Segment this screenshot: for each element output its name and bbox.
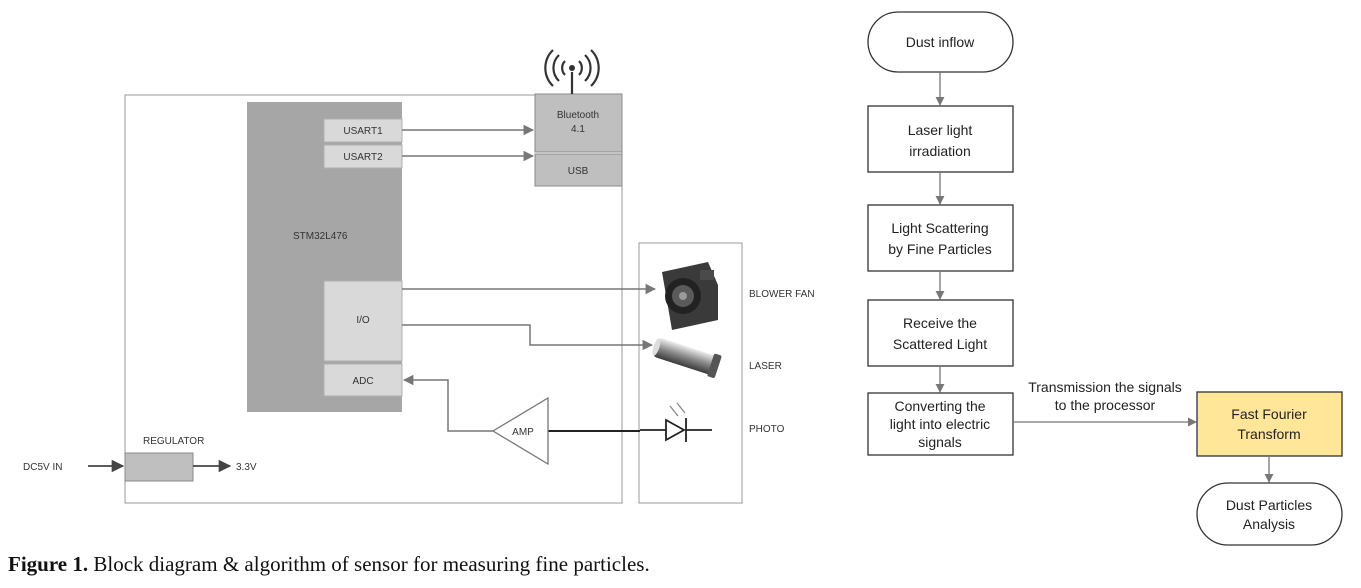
io-port: [323, 280, 403, 362]
usart1-label: USART1: [343, 126, 383, 137]
laser-irradiation-node: [867, 105, 1014, 173]
light-scattering-node: [867, 204, 1014, 272]
transmission-line1: Transmission the signals: [1028, 379, 1182, 395]
laser-icon: [652, 338, 722, 379]
amp-triangle: [491, 396, 549, 466]
sensor-panel: [638, 242, 743, 504]
fft-line1: Fast Fourier: [1231, 406, 1307, 422]
usb-module: [534, 153, 623, 187]
blower-fan-icon: [662, 262, 718, 330]
blower-fan-label: BLOWER FAN: [749, 289, 815, 300]
bluetooth-module: [534, 93, 623, 153]
receive-light-node: [867, 299, 1014, 367]
dust-inflow-text: Dust inflow: [906, 34, 975, 50]
figure-caption: Figure 1. Block diagram & algorithm of s…: [8, 552, 1008, 577]
converting-line3: signals: [918, 434, 962, 450]
converting-node: [867, 392, 1014, 456]
caption-prefix: Figure 1.: [8, 552, 89, 576]
output-voltage-label: 3.3V: [236, 462, 257, 473]
io-label: I/O: [356, 315, 370, 326]
mcu-label: STM32L476: [293, 231, 348, 242]
laser-irradiation-line1: Laser light: [908, 122, 973, 138]
receive-light-line2: Scattered Light: [893, 336, 987, 352]
bluetooth-label-line2: 4.1: [571, 124, 585, 135]
board-outline: [124, 94, 623, 504]
flowchart: Dust inflow Laser light irradiation Ligh…: [867, 11, 1343, 546]
adc-label: ADC: [352, 376, 373, 387]
dc-in-label: DC5V IN: [23, 462, 62, 473]
bluetooth-label-line1: Bluetooth: [557, 110, 599, 121]
amp-to-adc-arrow: [402, 374, 493, 432]
caption-text: Block diagram & algorithm of sensor for …: [93, 552, 650, 576]
fft-node: [1196, 391, 1343, 457]
laser-arrow: [402, 324, 654, 351]
transmission-line2: to the processor: [1055, 397, 1156, 413]
light-scattering-line2: by Fine Particles: [888, 241, 991, 257]
block-diagram: STM32L476 USART1 USART2 I/O ADC Bluetoot…: [23, 49, 815, 504]
converting-line2: light into electric: [890, 416, 990, 432]
regulator-block: [124, 452, 194, 482]
laser-label: LASER: [749, 361, 782, 372]
usart2-label: USART2: [343, 152, 383, 163]
laser-irradiation-line2: irradiation: [909, 143, 970, 159]
antenna-icon: [544, 49, 600, 94]
light-scattering-line1: Light Scattering: [891, 220, 988, 236]
figure-diagram: STM32L476 USART1 USART2 I/O ADC Bluetoot…: [23, 11, 1343, 546]
photo-label: PHOTO: [749, 424, 785, 435]
fft-line2: Transform: [1237, 426, 1300, 442]
receive-light-line1: Receive the: [903, 315, 977, 331]
regulator-label: REGULATOR: [143, 436, 204, 447]
usb-label: USB: [568, 166, 589, 177]
analysis-line1: Dust Particles: [1226, 497, 1312, 513]
analysis-node: [1196, 482, 1343, 546]
analysis-line2: Analysis: [1243, 516, 1295, 532]
photodiode-icon: [640, 402, 712, 442]
converting-line1: Converting the: [894, 398, 985, 414]
amp-label: AMP: [512, 427, 534, 438]
adc-port: [323, 363, 403, 397]
